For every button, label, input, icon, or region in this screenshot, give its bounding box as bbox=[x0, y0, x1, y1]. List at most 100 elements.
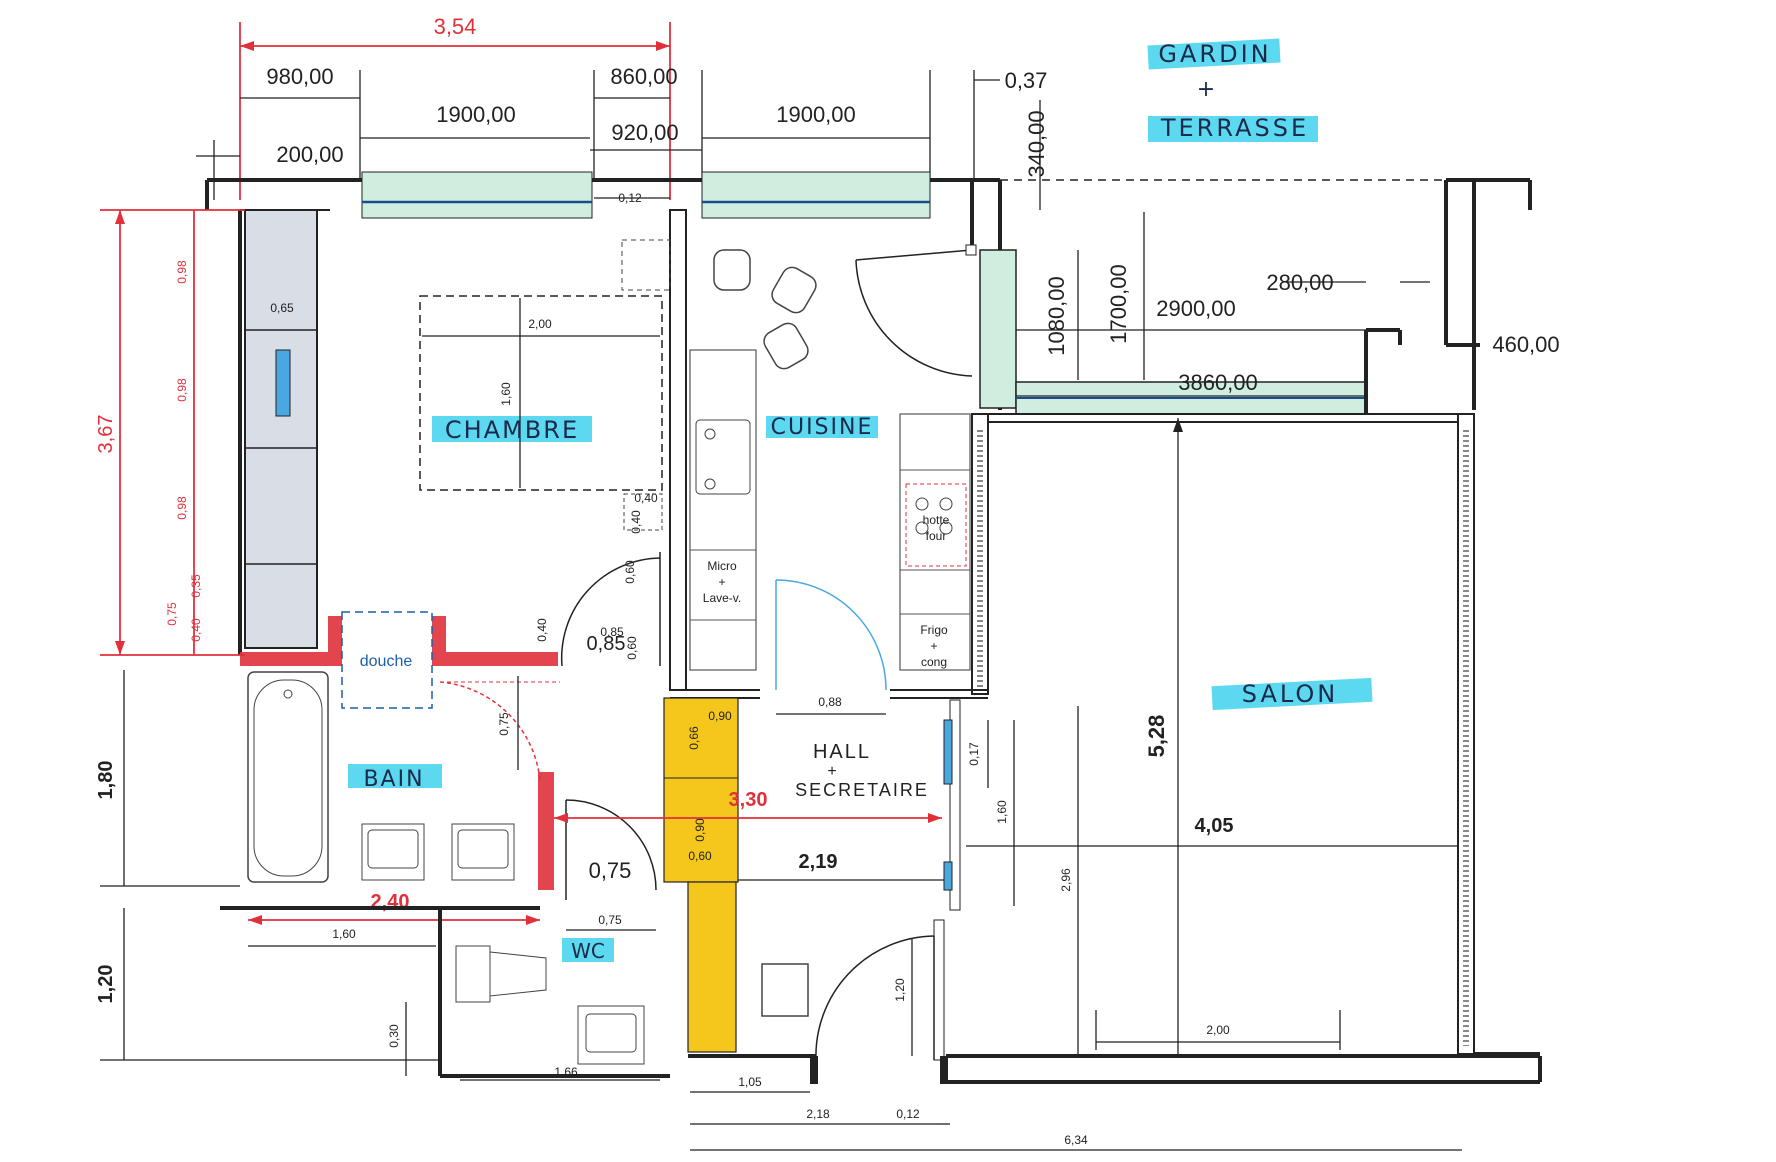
dim-218: 2,18 bbox=[806, 1107, 830, 1121]
dim-166: 1,66 bbox=[554, 1065, 578, 1079]
dim-065: 0,65 bbox=[270, 301, 294, 315]
dim-120-wc: 1,20 bbox=[95, 965, 117, 1004]
dim-035: 0,35 bbox=[189, 574, 203, 598]
dim-hall-width: 3,30 bbox=[729, 789, 768, 811]
bain-highlight bbox=[348, 764, 442, 788]
bathtub bbox=[247, 671, 329, 883]
dim-160-hall: 1,60 bbox=[995, 800, 1009, 824]
terrace-dimensions: 280,00 2900,00 1700,00 1080,00 460,00 38… bbox=[1016, 212, 1560, 397]
label-frigo-2: + bbox=[930, 639, 937, 653]
door-wc bbox=[565, 799, 657, 891]
label-garden-plus: + bbox=[1197, 77, 1215, 102]
dim-017: 0,17 bbox=[967, 742, 981, 766]
dim-075-bath: 0,75 bbox=[497, 712, 511, 736]
chambre-highlight bbox=[432, 416, 592, 442]
label-salon: SALON bbox=[1242, 680, 1338, 708]
dim-085: 0,85 bbox=[600, 625, 624, 639]
bath-sink-1 bbox=[361, 823, 425, 881]
bed bbox=[419, 295, 663, 491]
dim-088: 0,88 bbox=[818, 695, 842, 709]
cuisine-highlight bbox=[766, 416, 878, 438]
label-cuisine: CUISINE bbox=[771, 415, 874, 440]
dim-1900-right: 1900,00 bbox=[776, 102, 856, 127]
dim-280: 280,00 bbox=[1266, 270, 1333, 295]
dim-920: 920,00 bbox=[611, 120, 678, 145]
dim-012-top: 0,12 bbox=[618, 191, 642, 205]
chambre: 0,65 2,00 1,60 CHAMBRE 3,67 0,98 0,98 0,… bbox=[95, 209, 663, 667]
door-entrance bbox=[815, 935, 935, 1061]
dim-098-a: 0,98 bbox=[175, 260, 189, 284]
bath-sink-2 bbox=[451, 823, 515, 881]
dim-2900: 2900,00 bbox=[1156, 296, 1236, 321]
door-bathroom bbox=[439, 681, 541, 781]
dim-296: 2,96 bbox=[1059, 868, 1073, 892]
label-micro-1: Micro bbox=[707, 559, 737, 573]
chair-1 bbox=[713, 249, 751, 291]
kitchen-counter-left bbox=[689, 349, 757, 671]
desk-chair bbox=[761, 963, 809, 1017]
dim-120-hall: 1,20 bbox=[893, 978, 907, 1002]
kitchen-counter-right bbox=[899, 413, 971, 671]
label-four: four bbox=[926, 529, 947, 543]
top-dimensions: 3,54 980,00 860,00 1900,00 920,00 1900,0… bbox=[196, 14, 1049, 210]
dim-top-total: 3,54 bbox=[434, 14, 477, 39]
dim-037: 0,37 bbox=[1005, 68, 1048, 93]
dim-012-hall: 0,12 bbox=[896, 1107, 920, 1121]
dim-040-d: 0,40 bbox=[535, 618, 549, 642]
label-secretaire: SECRETAIRE bbox=[795, 780, 929, 800]
label-douche: douche bbox=[360, 653, 413, 670]
label-micro-3: Lave-v. bbox=[703, 591, 741, 605]
dim-060: 0,60 bbox=[623, 560, 637, 584]
dim-105: 1,05 bbox=[738, 1075, 762, 1089]
shower bbox=[341, 611, 433, 709]
dim-980: 980,00 bbox=[266, 64, 333, 89]
wc: WC 1,20 0,30 1,66 bbox=[95, 908, 670, 1081]
dim-098-b: 0,98 bbox=[175, 378, 189, 402]
dim-1080: 1080,00 bbox=[1044, 276, 1069, 356]
dim-040-b: 0,40 bbox=[634, 491, 658, 505]
wc-sink bbox=[577, 1005, 645, 1065]
dim-085-grey: 0,85 bbox=[587, 633, 626, 655]
label-terrace: TERRASSE bbox=[1160, 114, 1309, 142]
label-frigo-1: Frigo bbox=[920, 623, 948, 637]
dim-200: 200,00 bbox=[276, 142, 343, 167]
dim-040-c: 0,40 bbox=[629, 510, 643, 534]
label-hall: HALL bbox=[813, 741, 871, 763]
storage-lower bbox=[687, 881, 737, 1053]
dim-bed-w: 2,00 bbox=[528, 317, 552, 331]
dim-060-hall: 0,60 bbox=[688, 849, 712, 863]
label-hotte: hotte bbox=[923, 513, 950, 527]
dim-528: 5,28 bbox=[1144, 715, 1169, 758]
door-hall-cuisine bbox=[775, 579, 887, 691]
kitchen-sink bbox=[695, 419, 751, 495]
dim-075-chambre: 0,75 bbox=[165, 602, 179, 626]
window-terrace-side bbox=[979, 249, 1017, 409]
toilet bbox=[455, 945, 491, 1003]
salon: SALON 5,28 4,05 2,00 6,34 bbox=[690, 418, 1462, 1151]
dim-219: 2,19 bbox=[799, 851, 838, 873]
label-wc: WC bbox=[571, 939, 605, 963]
dim-200-salon: 2,00 bbox=[1206, 1023, 1230, 1037]
window-cuisine bbox=[701, 171, 931, 219]
door-chambre bbox=[560, 557, 661, 667]
dim-160-bath: 1,60 bbox=[332, 927, 356, 941]
dim-180: 1,80 bbox=[95, 761, 117, 800]
dim-chambre-height: 3,67 bbox=[95, 415, 117, 454]
dim-340: 340,00 bbox=[1024, 110, 1049, 177]
label-micro-2: + bbox=[718, 575, 725, 589]
label-chambre: CHAMBRE bbox=[445, 416, 579, 444]
dim-090-b: 0,90 bbox=[693, 818, 707, 842]
dim-075-wc: 0,75 bbox=[598, 913, 622, 927]
wardrobe bbox=[244, 209, 318, 649]
terrace-highlight bbox=[1148, 116, 1318, 142]
dim-405: 4,05 bbox=[1195, 815, 1234, 837]
chair-2 bbox=[771, 266, 817, 314]
dim-090-a: 0,90 bbox=[708, 709, 732, 723]
kitchen-labels: CUISINE Micro + Lave-v. hotte four Frigo… bbox=[703, 415, 950, 669]
label-frigo-3: cong bbox=[921, 655, 947, 669]
dim-030: 0,30 bbox=[387, 1024, 401, 1048]
salon-highlight bbox=[1211, 677, 1373, 711]
room-label-highlights bbox=[348, 38, 1373, 962]
label-bain: BAIN bbox=[363, 767, 424, 792]
